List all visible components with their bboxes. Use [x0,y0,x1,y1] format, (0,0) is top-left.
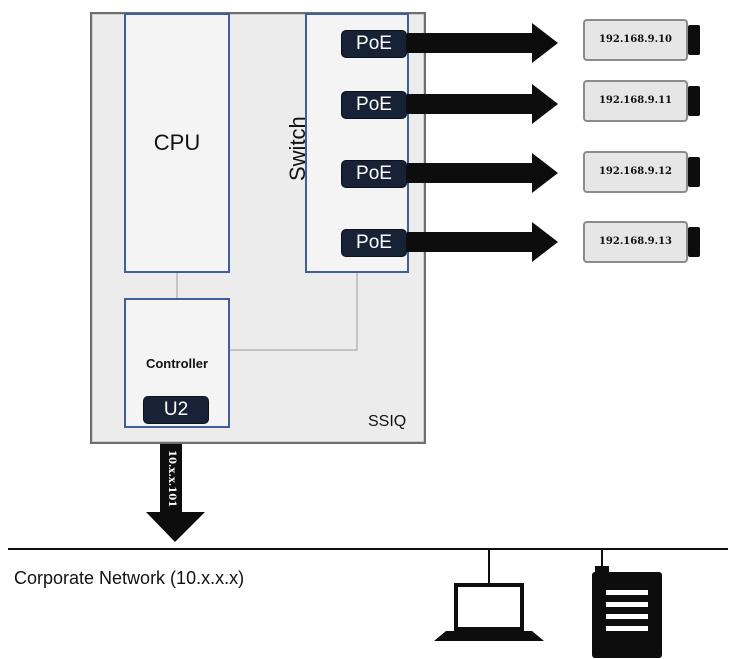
controller-switch-link [230,273,358,351]
switch-label: Switch [285,116,310,181]
uplink-arrow [146,444,205,542]
u2-port: U2 [143,396,209,424]
poe-port-4: PoE [341,229,407,257]
poe-arrow-4 [407,222,558,262]
poe-port-2: PoE [341,91,407,119]
camera-lens-icon [688,227,700,257]
poe-port-3: PoE [341,160,407,188]
poe-arrow-1 [407,23,558,63]
corporate-network-label: Corporate Network (10.x.x.x) [14,568,245,588]
poe-arrow-3 [407,153,558,193]
ip-device-1: 192.168.9.10 [583,19,688,61]
ip-device-4: 192.168.9.13 [583,221,688,263]
cpu-block [124,13,230,273]
ssiq-label: SSIQ [368,413,407,430]
cpu-label: CPU [153,130,201,155]
server-icon [592,549,662,658]
poe-arrow-2 [407,84,558,124]
camera-lens-icon [688,86,700,116]
controller-label: Controller [145,356,209,371]
uplink-ip-label: 10.x.x.101 [166,450,177,508]
camera-lens-icon [688,157,700,187]
ip-device-2: 192.168.9.11 [583,80,688,122]
laptop-icon [434,549,544,641]
camera-lens-icon [688,25,700,55]
ip-device-3: 192.168.9.12 [583,151,688,193]
poe-port-1: PoE [341,30,407,58]
